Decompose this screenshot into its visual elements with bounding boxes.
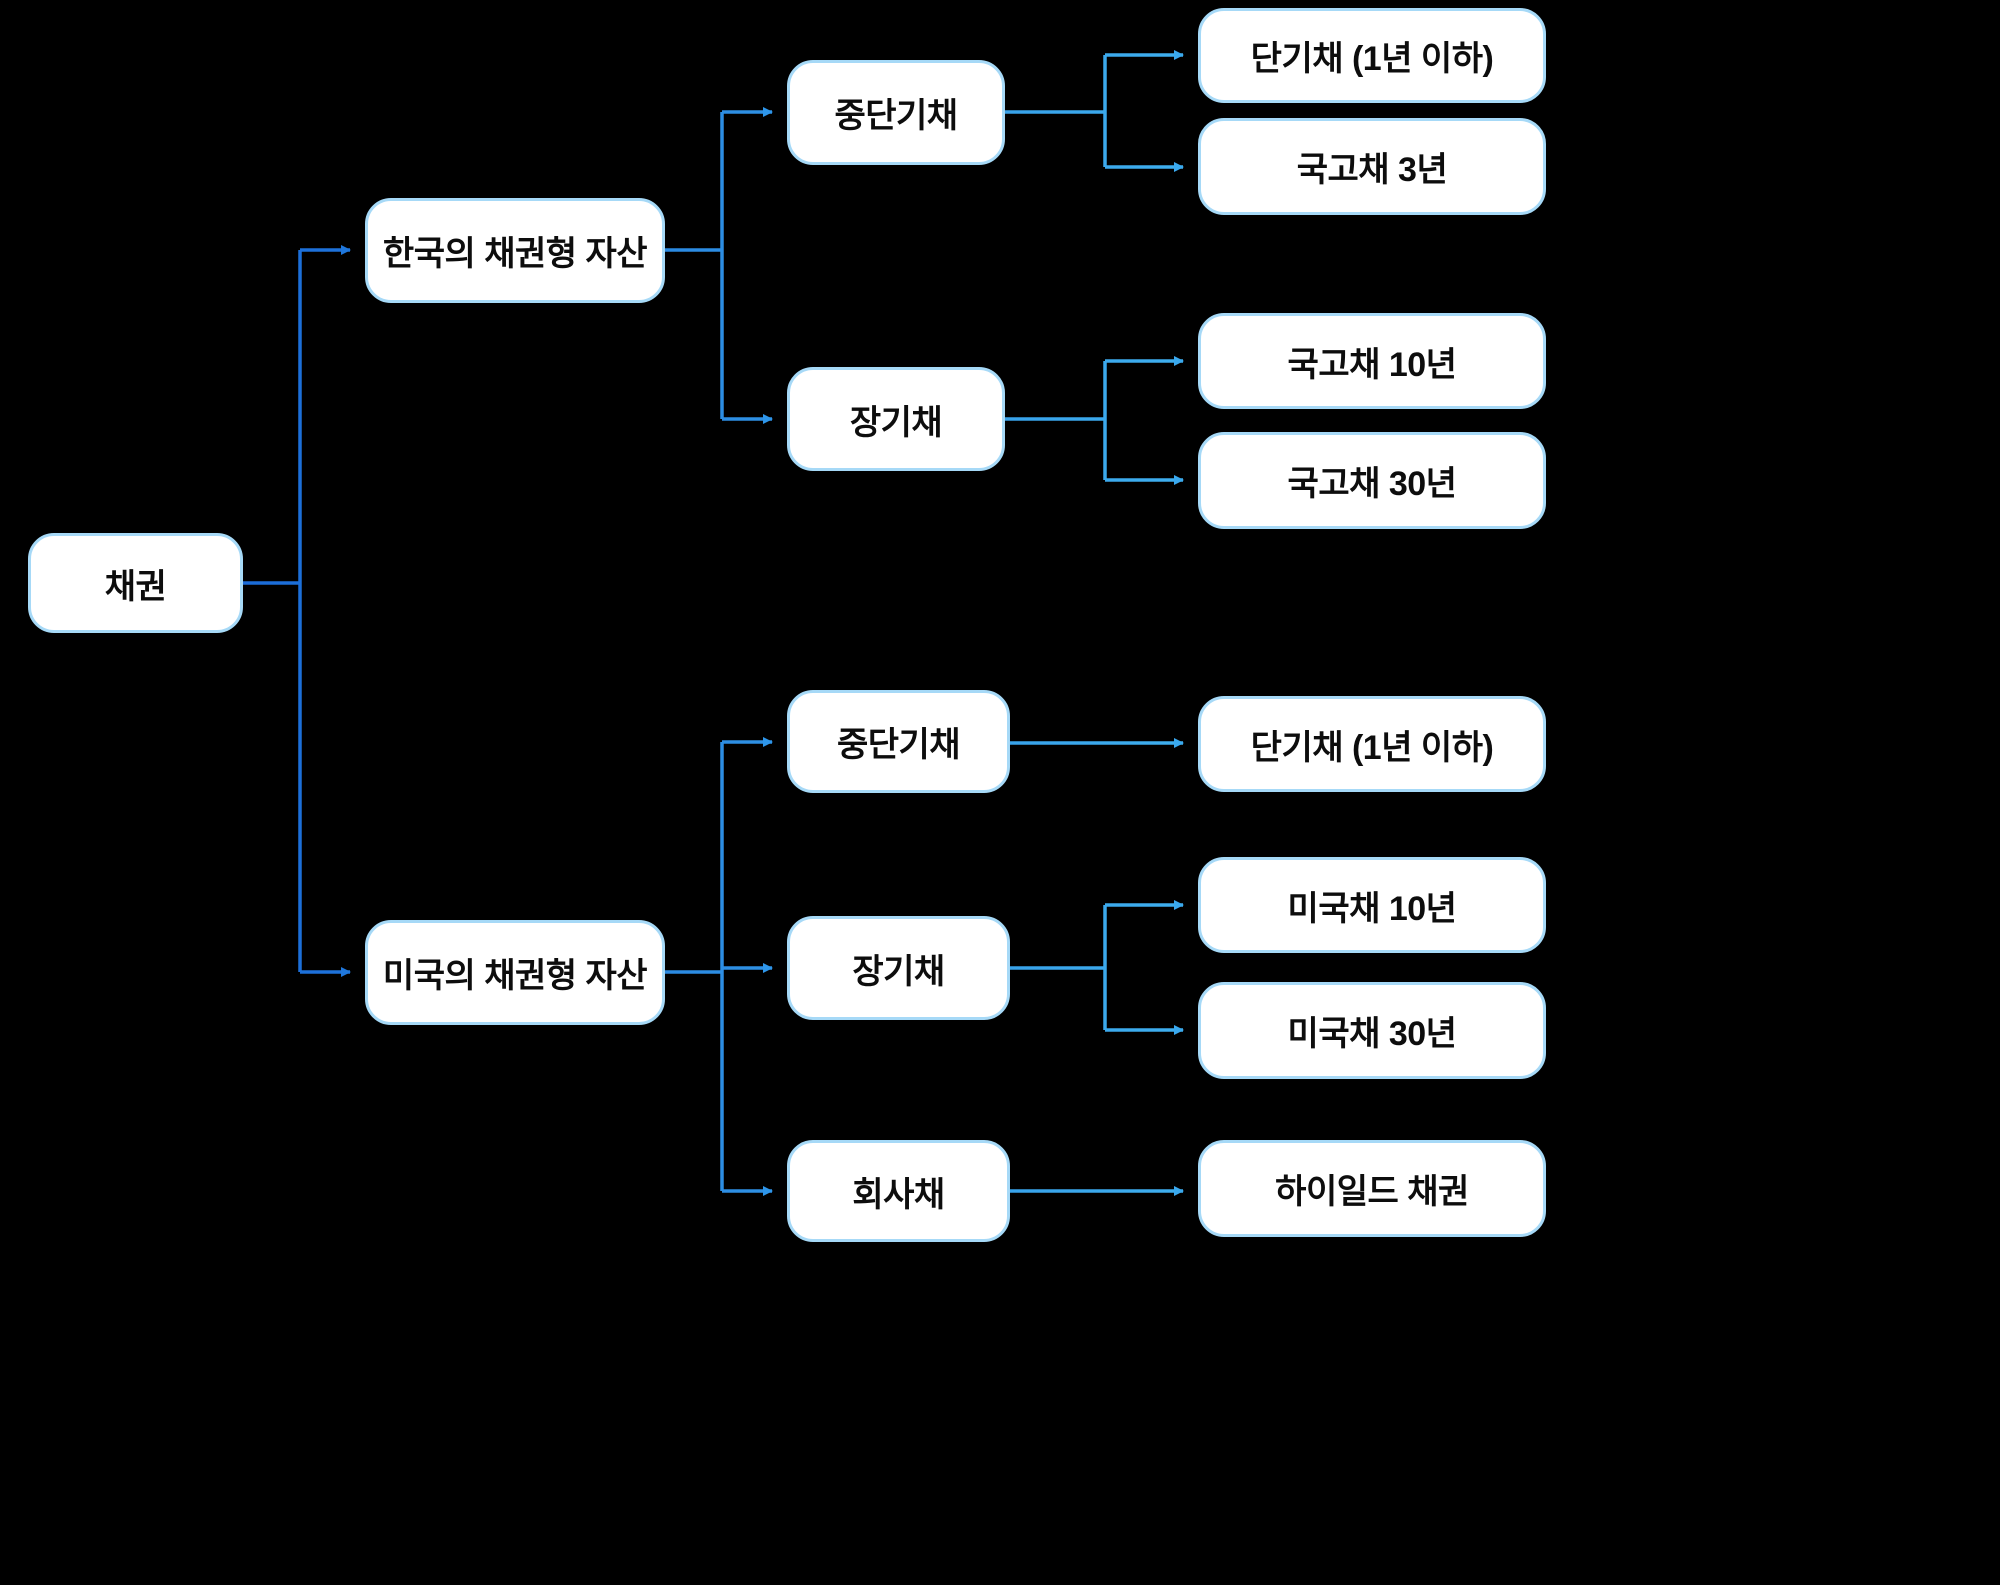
node-us-treasury-30y: 미국채 30년 [1198,982,1546,1079]
node-label: 미국채 30년 [1287,1015,1457,1053]
node-label: 국고채 3년 [1296,151,1448,189]
node-us-corporate-bond: 회사채 [787,1140,1010,1242]
node-us-short-term-1y: 단기채 (1년 이하) [1198,696,1546,792]
node-label: 미국의 채권형 자산 [382,957,648,995]
node-label: 중단기채 [834,97,958,135]
node-label: 하이일드 채권 [1275,1173,1469,1211]
node-label: 한국의 채권형 자산 [382,235,648,273]
node-label: 국고채 30년 [1287,465,1457,503]
node-korea-bond-assets: 한국의 채권형 자산 [365,198,665,303]
node-label: 미국채 10년 [1287,889,1457,928]
node-korea-treasury-30y: 국고채 30년 [1198,432,1546,529]
node-korea-short-term-1y: 단기채 (1년 이하) [1198,8,1546,103]
edge-kr-assets-trunk [665,112,724,419]
node-us-long-term: 장기채 [787,916,1010,1020]
node-label: 장기채 [852,952,945,991]
node-root-bond: 채권 [28,533,243,633]
node-label: 중단기채 [836,726,961,764]
node-label: 회사채 [852,1175,945,1214]
node-korea-treasury-3y: 국고채 3년 [1198,118,1546,215]
edge-kr-long-trunk [1005,361,1107,480]
node-us-bond-assets: 미국의 채권형 자산 [365,920,665,1025]
node-korea-treasury-10y: 국고채 10년 [1198,313,1546,409]
node-us-mid-short-term: 중단기채 [787,690,1010,793]
node-label: 장기채 [849,403,943,442]
node-korea-mid-short-term: 중단기채 [787,60,1005,165]
edge-us-assets-trunk [665,742,724,1191]
edge-kr-mid-short-trunk [1005,55,1107,167]
node-label: 국고채 10년 [1287,345,1457,384]
node-korea-long-term: 장기채 [787,367,1005,471]
edge-root-trunk [243,250,302,972]
node-us-treasury-10y: 미국채 10년 [1198,857,1546,953]
node-label: 단기채 (1년 이하) [1250,40,1494,78]
node-us-high-yield-bond: 하이일드 채권 [1198,1140,1546,1237]
node-label: 단기채 (1년 이하) [1250,728,1494,767]
edge-us-long-trunk [1010,905,1107,1030]
node-label: 채권 [104,567,167,606]
